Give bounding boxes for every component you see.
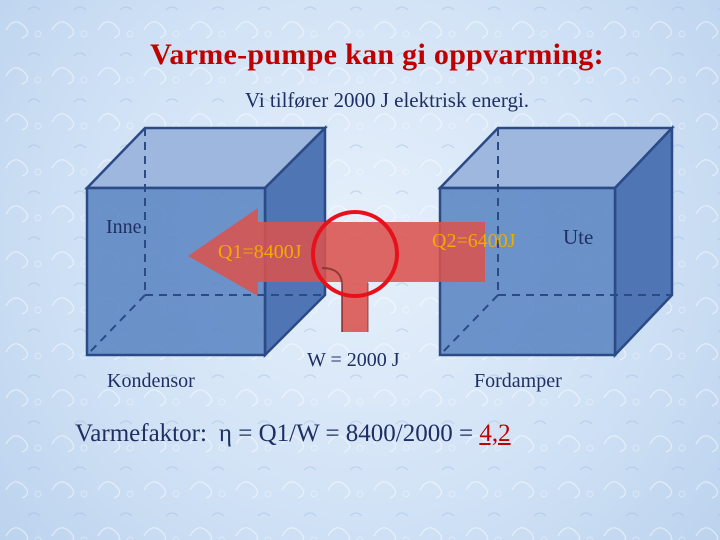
highlight-circle [311,210,399,298]
q2-label: Q2=6400J [432,230,516,252]
page-subtitle: Vi tilfører 2000 J elektrisk energi. [244,88,530,112]
formula-name: Varmefaktor: [75,420,207,447]
formula-result: 4,2 [479,420,511,447]
heat-flow-arrow [188,208,485,332]
evaporator-label: Fordamper [474,370,562,392]
outside-box [437,124,675,359]
formula-expression: η = Q1/W = 8400/2000 = [218,420,480,447]
condenser-label: Kondensor [107,370,195,392]
page-title: Varme-pumpe kan gi oppvarming: [150,38,604,71]
q1-label: Q1=8400J [218,241,302,263]
heat-factor-formula: Varmefaktor: η = Q1/W = 8400/2000 = 4,2 [75,420,511,448]
work-label: W = 2000 J [307,349,400,371]
outside-label: Ute [563,225,594,249]
inside-label: Inne [106,216,142,238]
